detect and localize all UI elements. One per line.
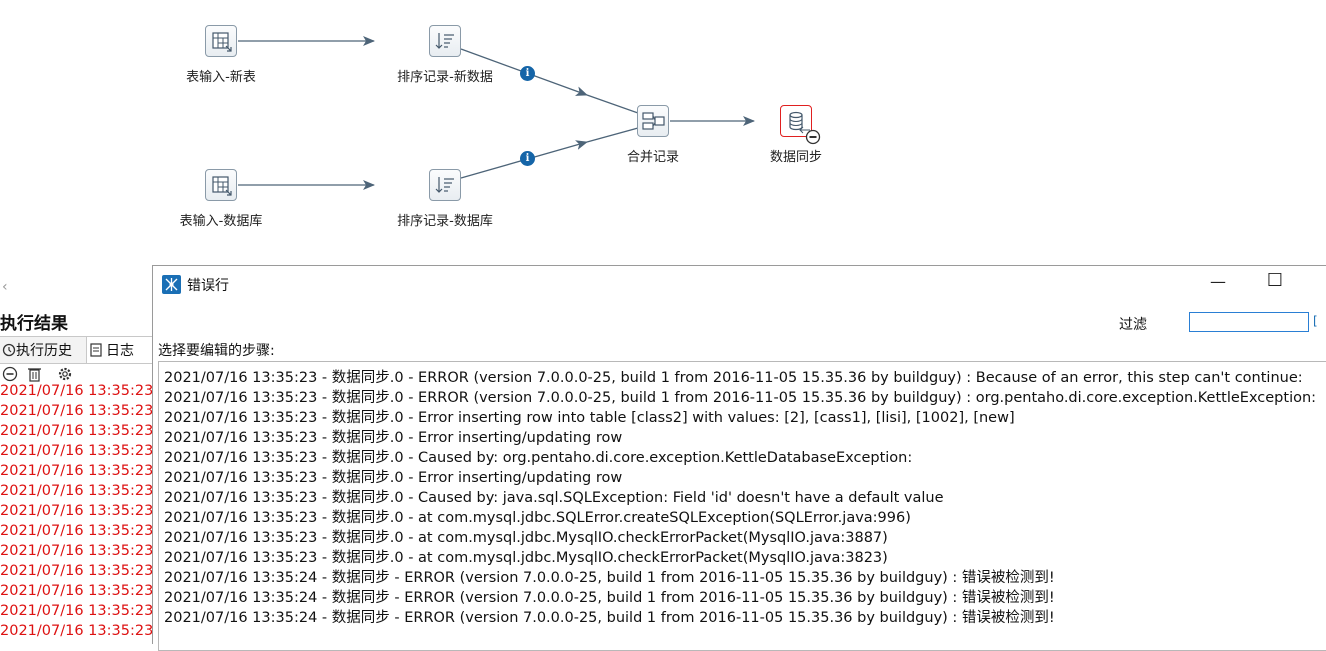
tab-label: 执行历史 [16,343,72,359]
log-icon [90,343,102,357]
log-item[interactable]: 2021/07/16 13:35:23 [0,443,152,459]
step-sync[interactable] [780,105,812,137]
step-sort-new[interactable] [429,25,461,57]
log-item[interactable]: 2021/07/16 13:35:23 [0,383,152,399]
active-tab-bg [86,337,152,363]
error-line[interactable]: 2021/07/16 13:35:24 - 数据同步 - ERROR (vers… [164,610,1055,626]
step-label: 排序记录-数据库 [397,214,493,229]
log-item[interactable]: 2021/07/16 13:35:23 [0,563,152,579]
collapse-chevron-icon[interactable]: ‹ [2,279,8,295]
log-item[interactable]: 2021/07/16 13:35:23 [0,463,152,479]
step-label: 合并记录 [626,150,680,165]
results-tabs: 执行历史 日志 [0,336,152,364]
info-icon[interactable]: i [520,151,535,166]
log-item[interactable]: 2021/07/16 13:35:23 [0,603,152,619]
log-item[interactable]: 2021/07/16 13:35:23 [0,403,152,419]
filter-button[interactable]: [ [1313,314,1318,328]
error-line[interactable]: 2021/07/16 13:35:23 - 数据同步.0 - ERROR (ve… [164,390,1317,406]
error-line[interactable]: 2021/07/16 13:35:24 - 数据同步 - ERROR (vers… [164,570,1055,586]
history-icon [2,343,16,357]
step-label: 表输入-新表 [186,70,256,85]
clear-log-icon[interactable] [28,368,41,382]
table-input-icon [212,32,232,52]
log-item[interactable]: 2021/07/16 13:35:23 [0,423,152,439]
log-item[interactable]: 2021/07/16 13:35:23 [0,543,152,559]
step-table-input-new[interactable] [205,25,237,57]
execution-results-panel: ‹ 执行结果 执行历史 日志 [0,277,152,644]
log-toolbar-icons [2,366,72,382]
settings-icon[interactable] [58,367,72,381]
stop-icon[interactable] [2,366,18,382]
tab-execution-history[interactable]: 执行历史 [2,340,72,360]
error-line[interactable]: 2021/07/16 13:35:23 - 数据同步.0 - Error ins… [164,430,623,446]
log-item[interactable]: 2021/07/16 13:35:23 [0,523,152,539]
error-rows-dialog: 错误行 — ☐ 过滤 [ 选择要编辑的步骤: 2021/07/16 13:35:… [152,265,1326,651]
step-label: 表输入-数据库 [179,214,263,229]
select-step-label: 选择要编辑的步骤: [158,343,275,359]
step-merge[interactable] [637,105,669,137]
error-line[interactable]: 2021/07/16 13:35:23 - 数据同步.0 - at com.my… [164,530,888,546]
step-table-input-db[interactable] [205,169,237,201]
filter-label: 过滤 [1119,317,1147,333]
log-item[interactable]: 2021/07/16 13:35:23 [0,503,152,519]
filter-input[interactable] [1189,312,1309,332]
error-line[interactable]: 2021/07/16 13:35:23 - 数据同步.0 - Error ins… [164,410,1015,426]
error-line[interactable]: 2021/07/16 13:35:23 - 数据同步.0 - Caused by… [164,490,944,506]
error-line[interactable]: 2021/07/16 13:35:23 - 数据同步.0 - at com.my… [164,550,888,566]
minimize-button[interactable]: — [1210,272,1226,291]
results-title: 执行结果 [0,314,68,334]
transformation-canvas[interactable]: i i 表输入-新表 排序记录-新数据 [0,0,1326,265]
step-label: 数据同步 [769,150,823,165]
table-input-icon [212,176,232,196]
database-sync-icon [789,111,810,134]
spoon-icon [165,278,178,291]
log-toolbar [0,365,80,385]
tab-label: 日志 [106,343,134,359]
log-item[interactable]: 2021/07/16 13:35:23 [0,583,152,599]
hop-segment [586,94,639,114]
log-item[interactable]: 2021/07/16 13:35:23 [0,483,152,499]
error-line[interactable]: 2021/07/16 13:35:23 - 数据同步.0 - ERROR (ve… [164,370,1303,386]
hop-segment [586,127,639,143]
error-line[interactable]: 2021/07/16 13:35:23 - 数据同步.0 - Error ins… [164,470,623,486]
step-label: 排序记录-新数据 [397,70,493,85]
log-item[interactable]: 2021/07/16 13:35:23 [0,623,152,639]
app-icon [162,275,181,294]
dialog-title: 错误行 [187,278,229,294]
log-list: 2021/07/16 13:35:23 2021/07/16 13:35:23 20… [0,381,152,644]
maximize-button[interactable]: ☐ [1266,270,1284,291]
error-line[interactable]: 2021/07/16 13:35:24 - 数据同步 - ERROR (vers… [164,590,1055,606]
info-icon[interactable]: i [520,66,535,81]
error-lines-list[interactable]: 2021/07/16 13:35:23 - 数据同步.0 - ERROR (ve… [158,361,1326,651]
sort-rows-icon [435,33,454,49]
merge-rows-icon [642,112,665,130]
error-line[interactable]: 2021/07/16 13:35:23 - 数据同步.0 - at com.my… [164,510,911,526]
sort-rows-icon [435,177,454,193]
step-sort-db[interactable] [429,169,461,201]
error-line[interactable]: 2021/07/16 13:35:23 - 数据同步.0 - Caused by… [164,450,913,466]
error-icon [805,129,821,145]
tab-log[interactable]: 日志 [90,340,134,360]
